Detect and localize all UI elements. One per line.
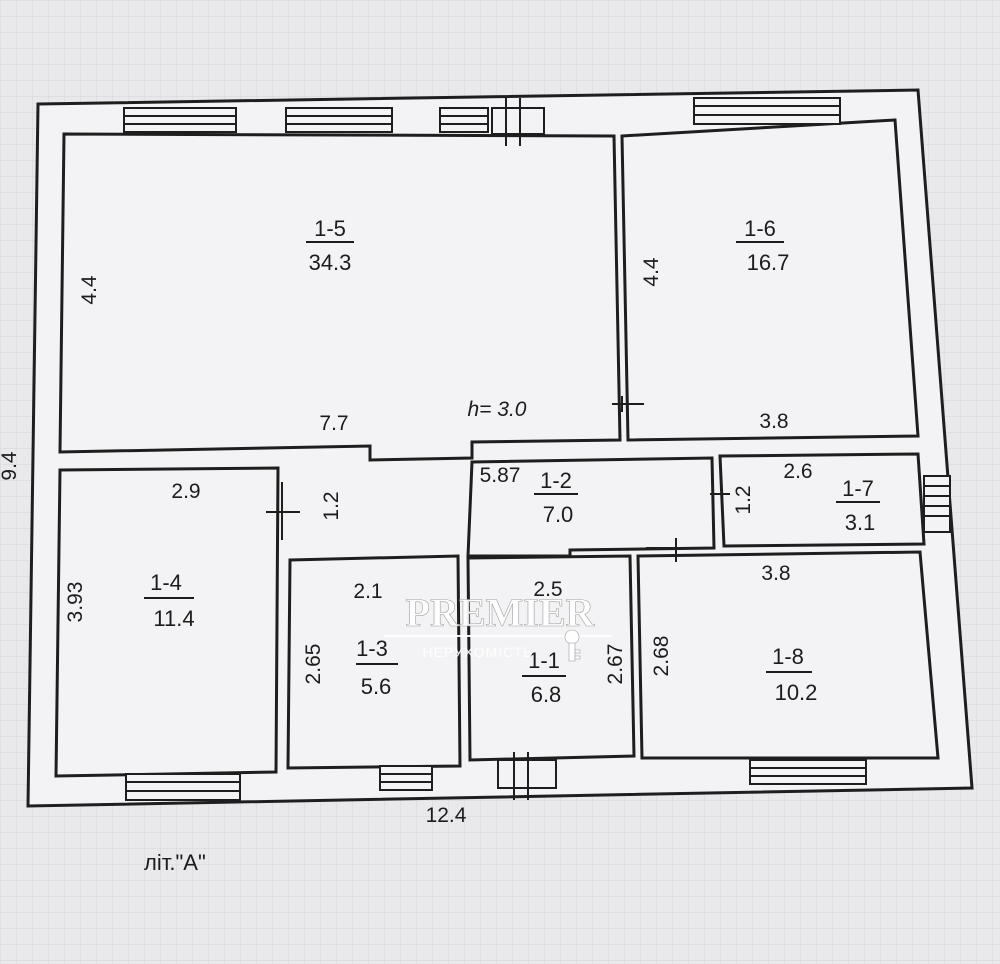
room-1-2-id: 1-2 xyxy=(540,468,572,493)
room-1-5-id: 1-5 xyxy=(314,216,346,241)
room-1-6-outline xyxy=(620,118,920,442)
dim-r15-depth: 4.4 xyxy=(78,275,101,305)
dim-r14-width: 2.9 xyxy=(171,480,200,503)
room-1-2-area: 7.0 xyxy=(543,502,574,527)
room-1-7-area: 3.1 xyxy=(845,510,876,535)
right-wall-window xyxy=(923,475,951,533)
dimension-labels: 7.7 4.4 4.4 3.8 h= 3.0 2.9 3.93 1.2 5.87… xyxy=(0,257,813,827)
dim-r13-depth: 2.65 xyxy=(302,644,325,685)
top-door xyxy=(491,98,545,146)
room-1-7-outline xyxy=(718,452,926,548)
ceiling-height: h= 3.0 xyxy=(468,398,527,421)
bottom-door xyxy=(497,752,557,800)
key-icon xyxy=(564,629,581,662)
dim-r15-width: 7.7 xyxy=(319,412,348,435)
room-1-4-area: 11.4 xyxy=(153,606,194,631)
dim-r18-depth: 2.68 xyxy=(650,636,673,677)
dim-corridor-depth: 1.2 xyxy=(320,491,343,520)
room-1-4-id: 1-4 xyxy=(150,570,182,595)
room-1-3-area: 5.6 xyxy=(361,674,392,699)
room-1-7-id: 1-7 xyxy=(842,476,874,501)
room-1-6-id: 1-6 xyxy=(744,216,776,241)
bottom-windows xyxy=(125,759,867,801)
watermark-subtitle: НЕРУХОМІСТЬ xyxy=(422,644,533,660)
dim-r16-depth: 4.4 xyxy=(640,257,663,287)
room-1-8-outline xyxy=(636,550,940,760)
interior-door-marks xyxy=(266,396,730,562)
room-1-3-outline xyxy=(286,554,462,770)
dim-r11-width: 2.5 xyxy=(533,578,562,601)
room-labels: 1-5 34.3 1-6 16.7 1-4 11.4 1-3 5.6 1-1 6… xyxy=(144,216,880,707)
outer-wall-outline xyxy=(26,88,974,808)
room-1-3-id: 1-3 xyxy=(356,636,388,661)
top-windows xyxy=(123,97,841,133)
premier-watermark: PREMIER НЕРУХОМІСТЬ xyxy=(384,590,612,662)
room-1-5-outline xyxy=(58,132,622,462)
building-letter: літ."А" xyxy=(144,850,206,875)
room-1-8-area: 10.2 xyxy=(775,680,818,705)
room-1-2-outline xyxy=(466,456,716,558)
room-outlines xyxy=(54,118,940,778)
dim-r18-width: 3.8 xyxy=(761,562,790,585)
dim-overall-width: 12.4 xyxy=(426,804,467,827)
dim-r13-width: 2.1 xyxy=(353,580,382,603)
room-1-1-outline xyxy=(466,554,636,762)
watermark-brand: PREMIER xyxy=(406,590,596,635)
dim-r14-depth: 3.93 xyxy=(64,582,87,623)
room-1-6-area: 16.7 xyxy=(747,250,790,275)
dim-r16-width: 3.8 xyxy=(759,410,788,433)
dim-overall-depth: 9.4 xyxy=(0,451,21,481)
room-1-1-id: 1-1 xyxy=(528,648,560,673)
dim-r12-depth: 1.2 xyxy=(732,485,755,514)
room-1-1-area: 6.8 xyxy=(531,682,562,707)
room-1-5-area: 34.3 xyxy=(309,250,352,275)
dim-r11-depth: 2.67 xyxy=(604,644,627,685)
dim-r17-width: 2.6 xyxy=(783,460,812,483)
room-1-4-outline xyxy=(54,466,280,778)
dim-r12-width: 5.87 xyxy=(480,464,521,487)
room-1-8-id: 1-8 xyxy=(772,644,804,669)
